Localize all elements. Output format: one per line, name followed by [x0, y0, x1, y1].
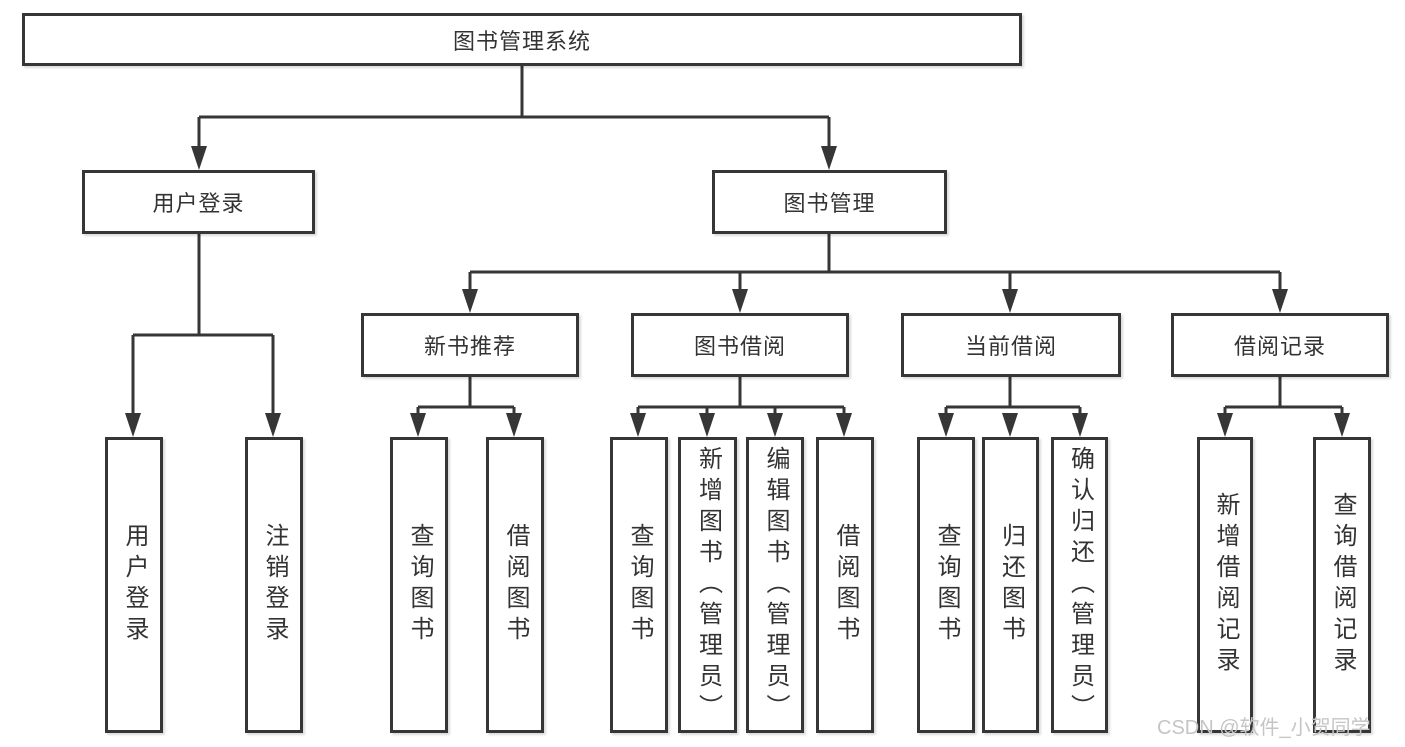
node-label: 图书管理	[783, 191, 876, 216]
arrowhead	[630, 413, 646, 437]
arrowhead	[265, 413, 281, 437]
node-label: 图书借阅	[693, 334, 786, 359]
node-label: 查询图书	[933, 523, 960, 647]
node-new-book-recommend: 新书推荐	[361, 313, 579, 377]
arrowhead	[699, 413, 715, 437]
arrowhead	[1002, 289, 1018, 313]
connector-current-borrow-children	[938, 377, 1088, 437]
wire-current-borrow	[944, 377, 1082, 419]
node-label: 编辑图书（管理员）	[762, 445, 789, 725]
arrowhead	[1334, 413, 1350, 437]
wire-user-login	[131, 234, 275, 419]
node-label: 新增借阅记录	[1212, 492, 1239, 678]
node-label: 图书管理系统	[452, 28, 591, 54]
node-user-login: 用户登录	[82, 170, 315, 234]
node-label: 查询图书	[626, 523, 653, 647]
node-label: 查询借阅记录	[1329, 492, 1356, 678]
wire-root	[197, 66, 831, 152]
leaf-user-login: 用户登录	[105, 437, 163, 733]
arrowhead	[836, 413, 852, 437]
arrowhead	[191, 146, 207, 170]
leaf-borrow-books-recommend: 借阅图书	[486, 437, 544, 733]
node-label: 借阅记录	[1233, 334, 1326, 359]
connector-book-borrow-children	[630, 377, 852, 437]
node-label: 借阅图书	[502, 523, 529, 647]
wire-new-book-recommend	[416, 377, 516, 419]
leaf-add-borrow-record: 新增借阅记录	[1197, 437, 1253, 733]
wire-book-management	[468, 234, 1282, 295]
arrowhead	[506, 413, 522, 437]
node-label: 查询图书	[406, 523, 433, 647]
arrowhead	[1072, 413, 1088, 437]
arrowhead	[821, 146, 837, 170]
node-label: 当前借阅	[964, 334, 1057, 359]
node-label: 确认归还（管理员）	[1066, 445, 1094, 725]
leaf-confirm-return-admin: 确认归还（管理员）	[1051, 437, 1108, 733]
csdn-watermark: CSDN @软件_小贺同学	[1157, 717, 1371, 739]
leaf-logout: 注销登录	[245, 437, 303, 733]
node-label: 用户登录	[152, 191, 245, 216]
connector-book-management-to-level3	[462, 234, 1288, 313]
node-borrow-records: 借阅记录	[1171, 313, 1389, 377]
leaf-query-borrow-record: 查询借阅记录	[1313, 437, 1371, 733]
node-label: 归还图书	[997, 523, 1025, 647]
leaf-edit-books-admin: 编辑图书（管理员）	[746, 437, 804, 733]
arrowhead	[767, 413, 783, 437]
wire-book-borrow	[636, 377, 846, 419]
connector-new-book-recommend-children	[410, 377, 522, 437]
leaf-query-books-current: 查询图书	[917, 437, 975, 733]
arrowhead	[462, 289, 478, 313]
node-label: 借阅图书	[832, 523, 859, 647]
node-label: 注销登录	[261, 523, 288, 647]
connector-user-login-children	[125, 234, 281, 437]
arrowhead	[1272, 289, 1288, 313]
node-current-borrow: 当前借阅	[901, 313, 1121, 377]
wire-borrow-records	[1223, 377, 1344, 419]
node-label: 新增图书（管理员）	[694, 445, 722, 725]
arrowhead	[1002, 413, 1018, 437]
leaf-add-books-admin: 新增图书（管理员）	[678, 437, 737, 733]
node-system-root: 图书管理系统	[22, 13, 1022, 66]
arrowhead	[938, 413, 954, 437]
node-label: 新书推荐	[423, 334, 516, 359]
connector-root-to-level2	[191, 66, 837, 170]
leaf-borrow-books: 借阅图书	[816, 437, 874, 733]
arrowhead	[410, 413, 426, 437]
arrowhead	[732, 289, 748, 313]
arrowhead	[125, 413, 141, 437]
connector-borrow-records-children	[1217, 377, 1350, 437]
leaf-return-books: 归还图书	[982, 437, 1039, 733]
node-book-borrow: 图书借阅	[631, 313, 849, 377]
leaf-query-books-borrow: 查询图书	[610, 437, 668, 733]
node-label: 用户登录	[121, 523, 148, 647]
node-book-management: 图书管理	[712, 170, 947, 234]
leaf-query-books-recommend: 查询图书	[390, 437, 448, 733]
arrowhead	[1217, 413, 1233, 437]
